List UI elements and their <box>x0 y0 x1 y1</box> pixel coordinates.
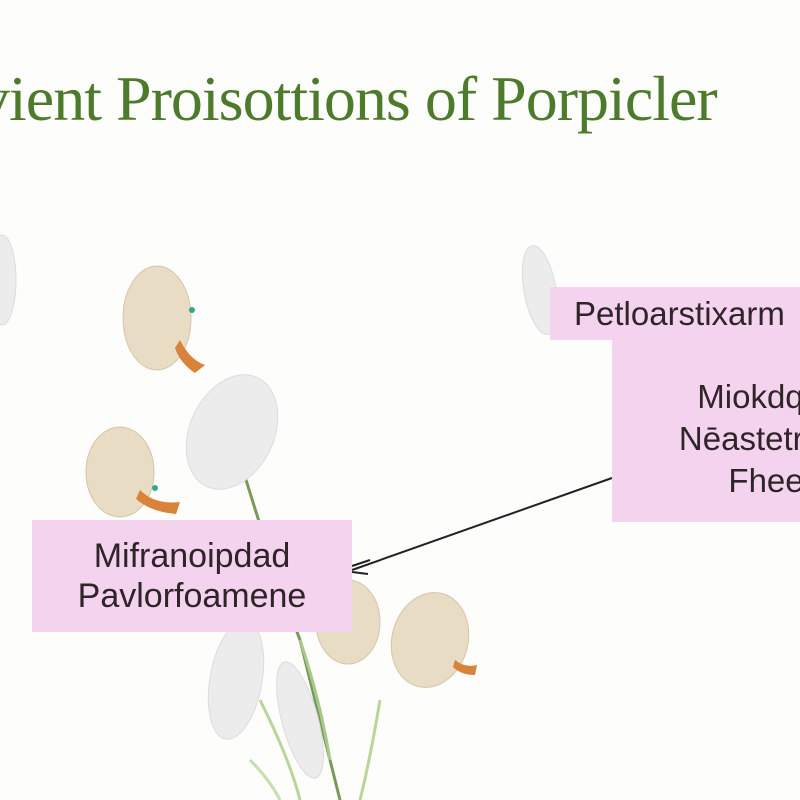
left-label-box: Mifranoipdad Pavlorfoamene <box>32 520 352 632</box>
left-label-line: Mifranoipdad <box>93 537 291 575</box>
left-label-line: Pavlorfoamene <box>77 577 307 615</box>
right-label-box: Miokdqu Nēastetru Fheen <box>612 340 800 522</box>
white-beans <box>0 234 559 779</box>
sprouts <box>136 307 800 675</box>
right-label-line: Miokdqu <box>697 378 800 415</box>
connector-arrow <box>351 477 613 575</box>
plant-stems <box>238 459 382 800</box>
right-label-header: Petloarstixarm <box>550 287 800 340</box>
right-label-line: Fheen <box>728 462 800 499</box>
diagram-title: vient Proisottions of Porpicler <box>0 63 718 134</box>
right-label-line: Nēastetru <box>678 420 800 457</box>
